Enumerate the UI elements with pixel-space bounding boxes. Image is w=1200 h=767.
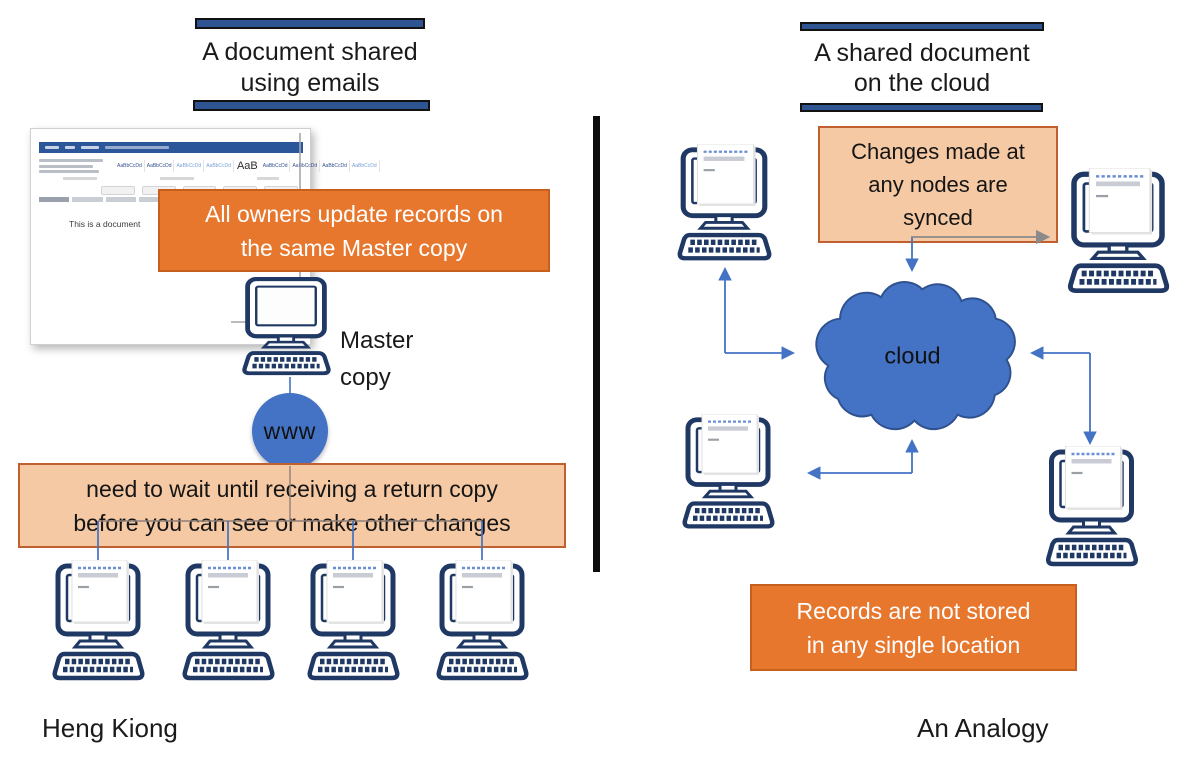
right-title: A shared document on the cloud: [814, 39, 1030, 97]
word-ribbon: AaBbCcDd AaBbCcDd AaBbCcDd AaBbCcDd AaB …: [39, 155, 380, 177]
word-group-labels: [39, 177, 303, 184]
cloud-shape: cloud: [815, 281, 1016, 431]
style-chip: AaBbCcDd: [174, 160, 205, 172]
left-title: A document shared using emails: [202, 38, 418, 97]
www-node: www: [252, 393, 328, 469]
master-computer-icon: [238, 274, 334, 380]
master-copy-label: Master copy: [340, 327, 414, 391]
client-computer-1-icon: [48, 560, 148, 686]
node-computer-bottom-right-icon: [1038, 446, 1145, 572]
style-chip: AaBbCcDd: [115, 160, 145, 172]
style-chip: AaBbCcDd: [204, 160, 234, 172]
author-credit: Heng Kiong: [42, 713, 178, 743]
style-chip: AaBbCcDd: [320, 160, 350, 172]
panel-divider: [593, 116, 600, 572]
style-chip: AaBbCcDd: [350, 160, 380, 172]
node-computer-top-left-icon: [673, 144, 775, 266]
style-chip: AaBbCcDd: [145, 160, 175, 172]
wait-callout: need to wait until receiving a return co…: [18, 463, 566, 548]
right-title-top-bar: [800, 22, 1044, 31]
records-callout: Records are not stored in any single loc…: [750, 584, 1077, 671]
right-title-bottom-bar: [800, 103, 1043, 112]
node-computer-bottom-left-icon: [678, 414, 778, 534]
client-computer-3-icon: [303, 560, 403, 686]
synced-callout: Changes made at any nodes are synced: [818, 126, 1058, 243]
word-font-tools: [39, 157, 103, 175]
analogy-caption: An Analogy: [917, 713, 1049, 743]
cloud-label: cloud: [884, 343, 940, 369]
master-copy-callout: All owners update records on the same Ma…: [158, 189, 550, 272]
client-computer-2-icon: [178, 560, 278, 686]
node-computer-top-right-icon: [1063, 168, 1173, 299]
style-chip: AaBbCcDd: [290, 160, 321, 172]
word-body-text: This is a document: [69, 219, 141, 229]
word-style-gallery: AaBbCcDd AaBbCcDd AaBbCcDd AaBbCcDd AaB …: [111, 160, 380, 172]
www-label: www: [263, 417, 317, 444]
style-chip-title: AaB: [236, 160, 258, 172]
left-title-top-bar: [195, 18, 425, 29]
word-title-bar: [39, 142, 303, 153]
style-chip: AaBbCcDd: [261, 160, 291, 172]
client-computer-4-icon: [432, 560, 532, 686]
left-title-bottom-bar: [193, 100, 430, 111]
